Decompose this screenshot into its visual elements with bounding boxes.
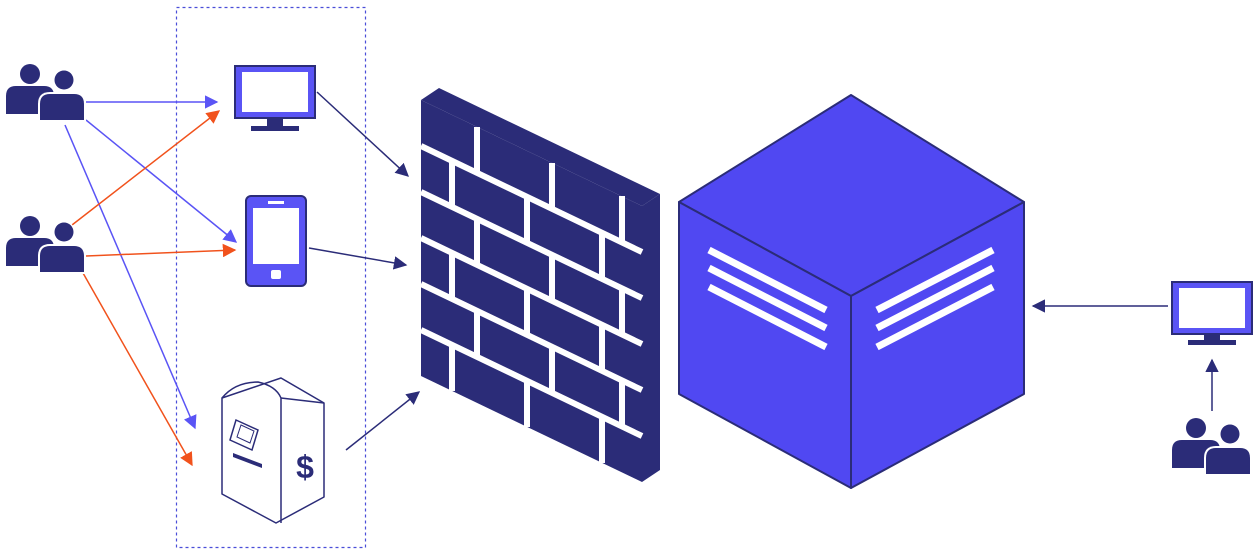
desktop-monitor-icon [1171, 281, 1253, 345]
connectors [64, 91, 1219, 467]
arrow-users2-to-atm [82, 272, 193, 467]
server-cube-icon [678, 94, 1025, 489]
arrow-mobile-to-firewall [308, 247, 408, 270]
arrow-atm-to-firewall [345, 391, 421, 451]
atm-machine-icon: $ [221, 377, 325, 524]
arrow-users2-to-mobile [85, 243, 237, 258]
users-group-icon [6, 216, 86, 274]
firewall-brick-wall-icon [419, 88, 660, 482]
device-group-box [175, 6, 367, 549]
users-group-icon [6, 64, 86, 122]
arrow-users2-to-desktop [71, 110, 221, 226]
atm-dollar-symbol: $ [296, 449, 314, 485]
desktop-monitor-icon [234, 65, 316, 131]
arrow-desktop-to-firewall [316, 91, 409, 177]
arrow-users1-to-mobile [85, 119, 238, 243]
users-group-icon [1172, 418, 1252, 476]
mobile-phone-icon [245, 195, 307, 287]
arrow-users1-to-atm [64, 124, 197, 430]
